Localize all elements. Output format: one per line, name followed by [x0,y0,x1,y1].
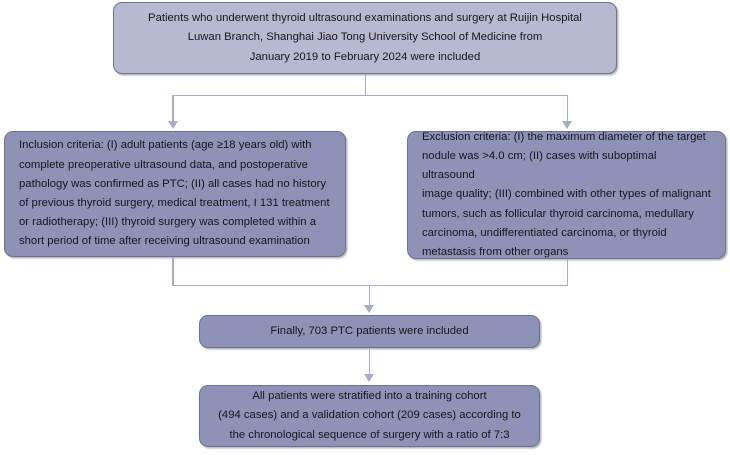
inclusion-line-1: Inclusion criteria: (I) adult patients (… [19,139,312,152]
inclusion-text-block: Inclusion criteria: (I) adult patients (… [5,136,345,251]
flow-node-enrollment: Patients who underwent thyroid ultrasoun… [113,2,617,74]
arrowhead-to-final-icon [364,305,374,313]
exclusion-line-5: carcinoma, undifferentiated carcinoma, o… [422,226,667,239]
exclusion-text-block: Exclusion criteria: (I) the maximum diam… [408,128,725,262]
exclusion-line-3: image quality; (III) combined with other… [422,188,711,201]
exclusion-line-2: nodule was >4.0 cm; (II) cases with subo… [422,150,657,182]
connector-split-right-drop [566,94,568,123]
arrowhead-to-inclusion-icon [167,121,178,129]
flow-node-exclusion-criteria: Exclusion criteria: (I) the maximum diam… [407,131,726,259]
connector-merge-right-riser [566,259,568,285]
connector-enrollment-stem [364,74,366,95]
connector-merge-left-riser [172,257,174,285]
connector-merge-bar [172,284,568,286]
enrollment-line-3: January 2019 to February 2024 were inclu… [249,50,481,63]
exclusion-line-1: Exclusion criteria: (I) the maximum diam… [422,130,706,143]
final-line-1: Finally, 703 PTC patients were included [270,324,469,337]
connector-merge-stem [368,284,370,307]
arrowhead-to-exclusion-icon [562,121,572,129]
flow-node-final-cohort: Finally, 703 PTC patients were included [199,315,540,348]
final-text-block: Finally, 703 PTC patients were included [200,322,539,341]
cohorts-line-2: (494 cases) and a validation cohort (209… [218,409,521,422]
arrowhead-to-cohorts-icon [364,374,374,382]
cohorts-line-3: the chronological sequence of surgery wi… [229,428,510,441]
connector-split-bar [172,94,568,96]
connector-split-left-drop [172,94,174,123]
inclusion-line-6: short period of time after receiving ult… [19,235,310,248]
inclusion-line-3: pathology was confirmed as PTC; (II) all… [19,177,327,190]
exclusion-line-4: tumors, such as follicular thyroid carci… [422,207,694,220]
exclusion-line-6: metastasis from other organs [422,246,569,259]
cohorts-text-block: All patients were stratified into a trai… [200,387,539,445]
inclusion-line-5: or radiotherapy; (III) thyroid surgery w… [19,216,316,229]
flow-node-cohort-stratification: All patients were stratified into a trai… [199,385,540,447]
inclusion-line-4: of previous thyroid surgery, medical tre… [19,197,330,209]
flow-node-inclusion-criteria: Inclusion criteria: (I) adult patients (… [4,131,346,257]
enrollment-line-1: Patients who underwent thyroid ultrasoun… [148,12,582,25]
enrollment-text-block: Patients who underwent thyroid ultrasoun… [114,9,616,67]
inclusion-line-2: complete preoperative ultrasound data, a… [19,158,308,171]
cohorts-line-1: All patients were stratified into a trai… [252,390,487,403]
enrollment-line-2: Luwan Branch, Shanghai Jiao Tong Univers… [187,31,543,44]
connector-final-stem [368,348,370,375]
